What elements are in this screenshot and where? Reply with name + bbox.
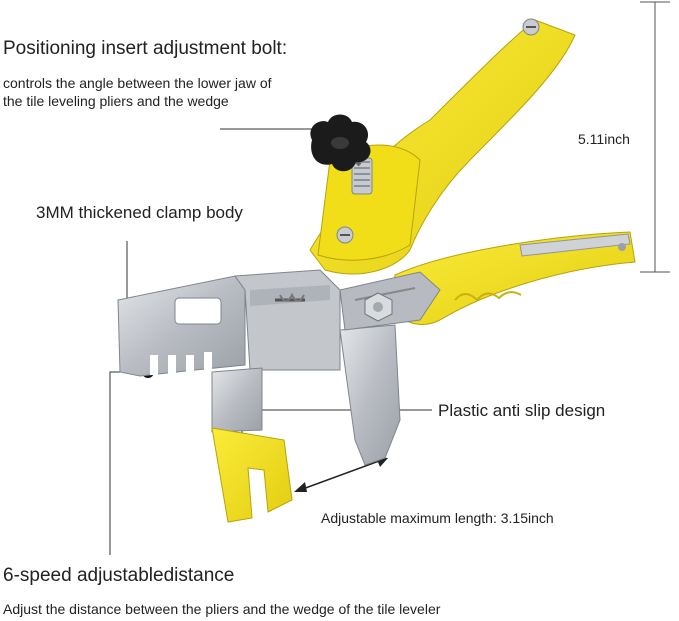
height-dimension-line bbox=[640, 1, 670, 273]
speed-desc: Adjust the distance between the pliers a… bbox=[3, 601, 441, 617]
height-dimension-label: 5.11inch bbox=[578, 131, 630, 147]
clamp-body-label: 3MM thickened clamp body bbox=[36, 203, 243, 222]
upper-handle bbox=[309, 18, 576, 275]
knob-icon bbox=[310, 114, 371, 172]
hex-bolt bbox=[364, 292, 393, 322]
lower-handle bbox=[391, 231, 636, 325]
wedge-insert bbox=[211, 427, 293, 523]
front-arm bbox=[211, 367, 263, 433]
anti-slip-label: Plastic anti slip design bbox=[438, 401, 606, 420]
max-length-label: Adjustable maximum length: 3.15inch bbox=[321, 510, 554, 526]
positioning-title: Positioning insert adjustment bolt: bbox=[3, 38, 288, 59]
speed-leader-line bbox=[109, 371, 148, 555]
speed-title: 6-speed adjustabledistance bbox=[3, 565, 235, 586]
positioning-desc-line1: controls the angle between the lower jaw… bbox=[3, 75, 272, 91]
positioning-desc-line2: the tile leveling pliers and the wedge bbox=[3, 93, 229, 109]
clamp-body bbox=[117, 269, 341, 377]
